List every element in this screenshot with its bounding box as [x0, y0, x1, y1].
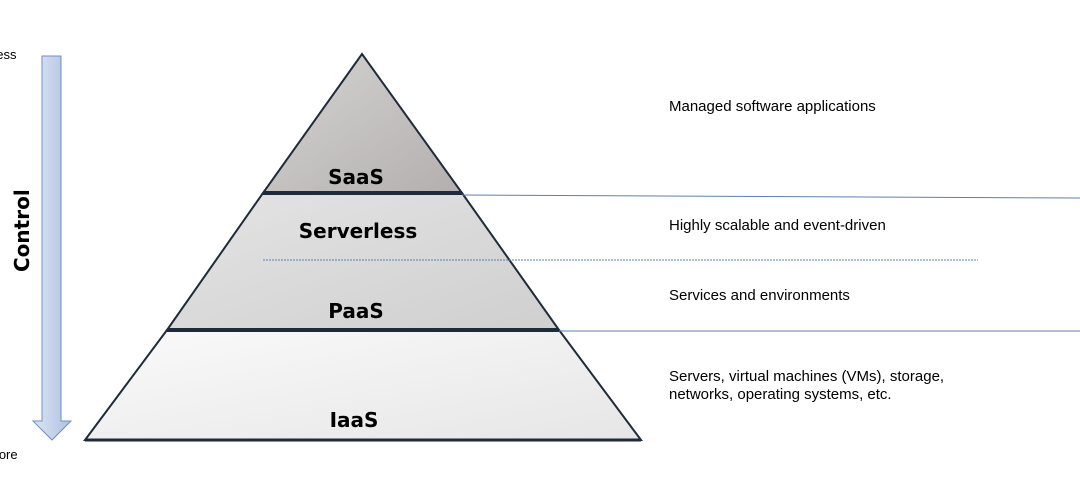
divider-line-upper — [461, 194, 1080, 199]
control-more-label: More — [0, 447, 18, 462]
control-axis-title: Control — [10, 189, 34, 272]
description-iaas: Servers, virtual machines (VMs), storage… — [669, 368, 945, 403]
layer-label-saas: SaaS — [328, 165, 384, 189]
control-arrow — [31, 55, 73, 441]
description-serverless: Highly scalable and event-driven — [669, 217, 886, 234]
control-less-label: Less — [0, 47, 17, 62]
layer-label-iaas: IaaS — [329, 408, 379, 432]
description-saas: Managed software applications — [669, 98, 876, 115]
layer-label-paas: PaaS — [328, 299, 384, 323]
layer-label-serverless: Serverless — [298, 219, 418, 243]
description-paas: Services and environments — [669, 287, 850, 304]
